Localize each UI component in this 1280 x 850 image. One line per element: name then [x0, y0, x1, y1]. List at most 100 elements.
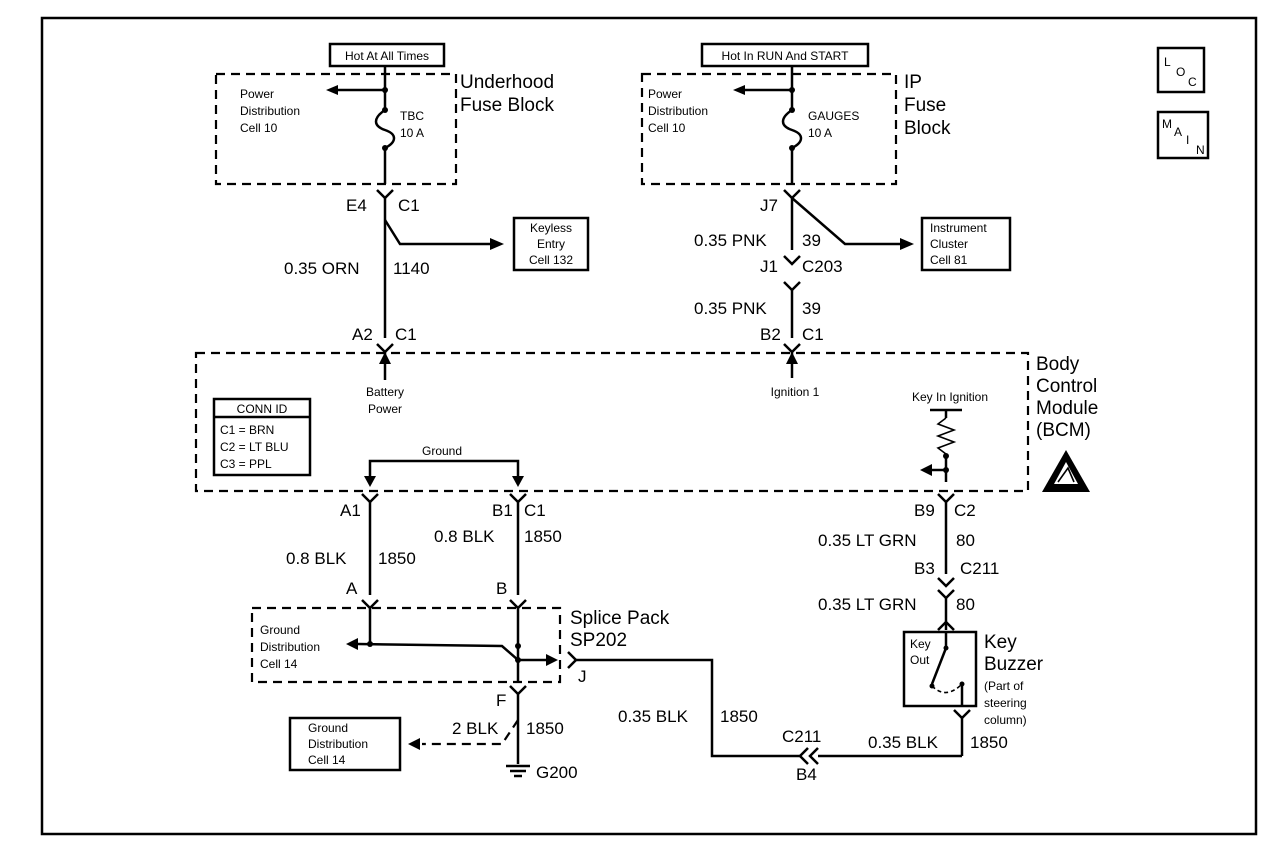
wire-pnk2-gauge: 0.35 PNK: [694, 299, 767, 318]
arrow-icon: [733, 85, 745, 95]
diagram-label: Module: [1036, 398, 1098, 419]
diagram-label: TBC: [400, 109, 424, 123]
instrument-cluster-box[interactable]: Instrument Cluster Cell 81: [920, 216, 1012, 272]
wire-blk-f-gauge: 2 BLK: [452, 719, 499, 738]
hot-at-all-times-label: Hot At All Times: [328, 42, 446, 68]
diagram-label: Splice Pack: [570, 608, 670, 629]
diagram-label: GAUGES: [808, 109, 859, 123]
esd-warning-icon: [1042, 450, 1090, 492]
diagram-label: N: [1196, 143, 1205, 157]
diagram-label: (Part of: [984, 679, 1024, 693]
diagram-label: C1: [524, 501, 546, 520]
diagram-label: B: [496, 579, 507, 598]
arrow-icon: [408, 738, 420, 750]
diagram-label: B3: [914, 559, 935, 578]
wire-orn-circuit: 1140: [393, 259, 430, 278]
diagram-label: Power: [368, 402, 402, 416]
diagram-label: O: [1176, 65, 1185, 79]
wire-blk-a-circuit: 1850: [378, 549, 416, 568]
diagram-label: J1: [760, 257, 778, 276]
arrow-icon: [326, 85, 338, 95]
underhood-fuse-block-title-1: Underhood: [460, 72, 554, 93]
diagram-label: CONN ID: [237, 402, 288, 416]
diagram-label: Out: [910, 653, 930, 667]
diagram-label: C3 = PPL: [220, 457, 272, 471]
diagram-label: Block: [904, 118, 951, 139]
wire-grn2-gauge: 0.35 LT GRN: [818, 595, 917, 614]
diagram-label: Entry: [537, 237, 565, 251]
splice-pack-outline: [250, 606, 562, 684]
arrow-icon: [900, 238, 914, 250]
wire-blk-kb-gauge: 0.35 BLK: [868, 733, 939, 752]
ip-fuse-block-outline: [640, 72, 898, 186]
diagram-label: C1 = BRN: [220, 423, 274, 437]
ground-icon: [506, 764, 530, 778]
diagram-label: Instrument: [930, 221, 987, 235]
wire-blk-j-gauge: 0.35 BLK: [618, 707, 689, 726]
diagram-label: Cluster: [930, 237, 968, 251]
diagram-label: Cell 10: [648, 121, 686, 135]
diagram-label: Distribution: [308, 737, 368, 751]
wire-grn1-gauge: 0.35 LT GRN: [818, 531, 917, 550]
wire-grn2-circuit: 80: [956, 595, 975, 614]
diagram-label: Key: [984, 632, 1017, 653]
diagram-label: C1: [802, 325, 824, 344]
diagram-label: C1: [398, 196, 420, 215]
main-button[interactable]: M A I N: [1156, 110, 1210, 160]
diagram-label: B4: [796, 765, 817, 784]
diagram-label: C1: [395, 325, 417, 344]
resistor-icon: [935, 417, 957, 455]
diagram-label: C203: [802, 257, 843, 276]
diagram-label: Cell 132: [529, 253, 573, 267]
diagram-label: A: [346, 579, 358, 598]
diagram-label: (BCM): [1036, 420, 1091, 441]
ground-distribution-box[interactable]: Ground Distribution Cell 14: [288, 716, 402, 772]
wire-pnk1-circuit: 39: [802, 231, 821, 250]
keyless-entry-box[interactable]: Keyless Entry Cell 132: [512, 216, 590, 272]
wire-pnk1-gauge: 0.35 PNK: [694, 231, 767, 250]
diagram-label: Battery: [366, 385, 404, 399]
connector-icon: [376, 189, 394, 200]
diagram-label: A1: [340, 501, 361, 520]
diagram-label: Cell 10: [240, 121, 278, 135]
diagram-label: A2: [352, 325, 373, 344]
diagram-frame: [40, 16, 1258, 836]
wire-blk-j-circuit: 1850: [720, 707, 758, 726]
diagram-label: Ground: [422, 444, 462, 458]
wire-pnk2-circuit: 39: [802, 299, 821, 318]
diagram-label: Key In Ignition: [912, 390, 988, 404]
diagram-label: C211: [960, 559, 999, 578]
wire-blk-b-circuit: 1850: [524, 527, 562, 546]
diagram-label: C2: [954, 501, 976, 520]
diagram-label: Hot In RUN And START: [722, 49, 850, 63]
arrow-icon: [786, 352, 798, 364]
diagram-label: Distribution: [240, 104, 300, 118]
diagram-label: Power: [648, 87, 682, 101]
diagram-label: I: [1186, 133, 1189, 147]
diagram-label: Key: [910, 637, 931, 651]
diagram-label: M: [1162, 117, 1172, 131]
diagram-label: Control: [1036, 376, 1097, 397]
loc-button[interactable]: L O C: [1156, 46, 1206, 94]
wire-blk-f-circuit: 1850: [526, 719, 564, 738]
diagram-label: B9: [914, 501, 935, 520]
diagram-label: F: [496, 691, 506, 710]
wire-blk-a-gauge: 0.8 BLK: [286, 549, 347, 568]
diagram-label: steering: [984, 696, 1027, 710]
wire-grn1-circuit: 80: [956, 531, 975, 550]
diagram-label: Cell 14: [308, 753, 346, 767]
fuse-icon: [781, 108, 803, 150]
diagram-label: Distribution: [648, 104, 708, 118]
diagram-label: Ground: [308, 721, 348, 735]
diagram-label: Cell 14: [260, 657, 298, 671]
diagram-label: E4: [346, 196, 367, 215]
diagram-label: J7: [760, 196, 778, 215]
underhood-fuse-block-outline: [214, 72, 458, 186]
arrow-icon: [379, 352, 391, 364]
arrow-icon: [920, 464, 932, 476]
diagram-label: J: [578, 667, 587, 686]
diagram-label: B2: [760, 325, 781, 344]
diagram-label: Keyless: [530, 221, 572, 235]
diagram-label: Body: [1036, 354, 1080, 375]
